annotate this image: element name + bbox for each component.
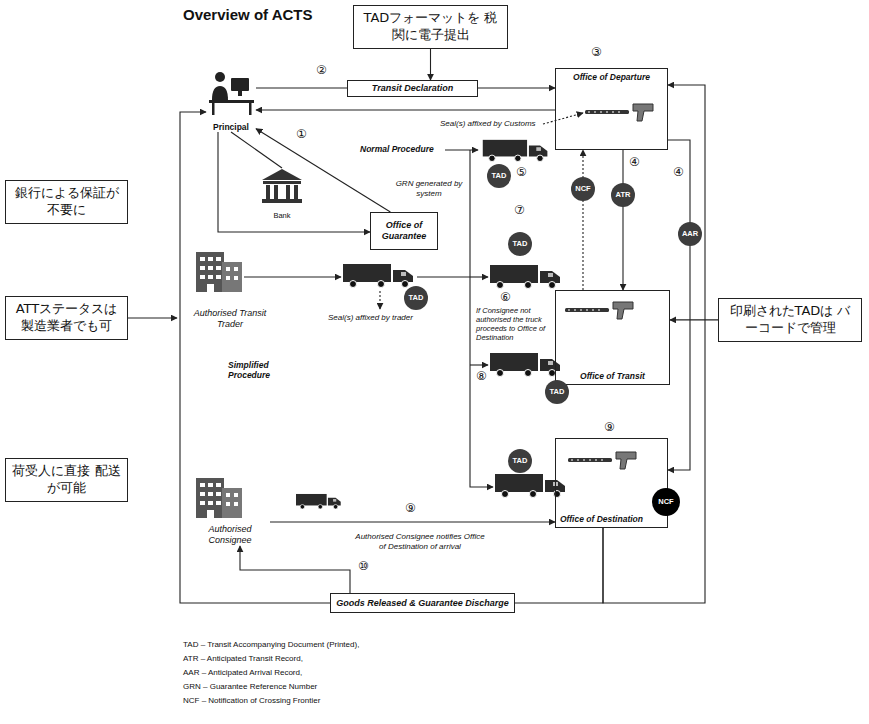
icon-node: Authorised Transit Trader (190, 242, 270, 330)
process-box: Goods Released & Guarantee Discharge (330, 593, 515, 613)
note-label: Authorised Consignee notifies Office of … (355, 532, 485, 551)
status-circle: NCF (652, 488, 680, 516)
callout-number: ② (316, 64, 327, 76)
note-label: Normal Procedure (360, 144, 434, 154)
node-text: Office of Departure (560, 72, 663, 82)
connector (231, 132, 282, 168)
connector (515, 528, 603, 603)
node-text: ATTステータスは 製造業者でも可 (12, 301, 121, 335)
status-circle: TAD (404, 286, 428, 310)
connector (582, 150, 583, 290)
node-text: 荷受人に直接 配送が可能 (12, 463, 121, 497)
note-label: If Consignee not authorised the truck pr… (476, 306, 552, 342)
status-circle: NCF (571, 177, 595, 201)
node-text: Transit Declaration (372, 83, 453, 94)
node-text: 銀行による保証が 不要に (12, 185, 121, 219)
callout-box: ATTステータスは 製造業者でも可 (5, 296, 128, 340)
node-text: TAD (550, 388, 565, 396)
node-text: Goods Released & Guarantee Discharge (336, 598, 509, 609)
callout-number: ⑥ (500, 291, 511, 303)
connector (256, 87, 347, 88)
connector (240, 546, 350, 593)
icon-node: Authorised Consignee (190, 468, 270, 546)
node-text: Bank (273, 211, 290, 220)
note-label: Seal(s) affixed by Customs (440, 119, 536, 129)
status-circle: ATR (611, 183, 635, 207)
callout-number: ⑨ (604, 421, 615, 433)
legend-note: AAR – Anticipated Arrival Record, (183, 668, 302, 678)
node-text: NCF (575, 185, 590, 193)
callout-box: 荷受人に直接 配送が可能 (5, 458, 128, 502)
node-text: TAD (513, 240, 528, 248)
callout-number: ④ (673, 166, 684, 178)
connector (670, 319, 718, 320)
connector (603, 85, 705, 603)
office-box: Office of Destination (555, 438, 668, 528)
icon-node: Bank (258, 168, 306, 220)
node-text: TAD (409, 294, 424, 302)
legend-note: NCF – Notification of Crossing Frontier (183, 696, 320, 706)
diagram-title: Overview of ACTS (183, 6, 312, 23)
callout-number: ⑧ (476, 370, 487, 382)
node-text: Office of Transit (560, 371, 665, 381)
office-box: Office of Transit (555, 290, 670, 385)
note-label: GRN generated by system (393, 179, 465, 198)
callout-number: ⑤ (516, 166, 527, 178)
callout-number: ④ (629, 156, 640, 168)
process-box: Office of Guarantee (370, 212, 438, 250)
status-circle: AAR (678, 222, 702, 246)
callout-box: 銀行による保証が 不要に (5, 180, 128, 224)
connector (218, 132, 370, 232)
legend-note: ATR – Anticipated Transit Record, (183, 654, 303, 664)
connector (256, 129, 390, 212)
node-text: Authorised Transit Trader (190, 308, 270, 330)
connector (256, 109, 555, 110)
connector (622, 150, 623, 290)
node-text: TADフォーマットを 税関に電子提出 (360, 10, 501, 44)
connector (180, 112, 330, 603)
node-text: 印刷されたTADは バーコードで管理 (725, 303, 855, 337)
node-text: ATR (616, 191, 631, 199)
callout-number: ⑨ (405, 502, 416, 514)
node-text: NCF (658, 498, 673, 506)
icon-node: Principal (206, 66, 256, 132)
callout-box: TADフォーマットを 税関に電子提出 (353, 5, 508, 49)
node-text: Office of Destination (560, 514, 663, 524)
connector (430, 49, 431, 80)
note-label: Simplified Procedure (228, 360, 290, 380)
callout-number: ③ (591, 46, 602, 58)
callout-number: ⑦ (514, 204, 525, 216)
node-text: AAR (682, 230, 698, 238)
callout-number: ⑩ (358, 560, 369, 572)
process-box: Transit Declaration (347, 80, 478, 97)
connector (478, 87, 555, 88)
legend-note: TAD – Transit Accompanying Document (Pri… (183, 640, 359, 650)
callout-box: 印刷されたTADは バーコードで管理 (718, 298, 862, 342)
status-circle: TAD (545, 380, 569, 404)
legend-note: GRN – Guarantee Reference Number (183, 682, 317, 692)
note-label: Seal(s) affixed by trader (328, 313, 413, 323)
node-text: Authorised Consignee (190, 524, 270, 546)
status-circle: TAD (487, 164, 511, 188)
connector (668, 140, 690, 470)
node-text: Office of Guarantee (375, 220, 433, 242)
status-circle: TAD (508, 449, 532, 473)
node-text: TAD (492, 172, 507, 180)
status-circle: TAD (508, 232, 532, 256)
node-text: TAD (513, 457, 528, 465)
connector (270, 521, 555, 522)
callout-number: ① (296, 128, 307, 140)
office-box: Office of Departure (555, 68, 668, 150)
node-text: Principal (213, 122, 249, 132)
